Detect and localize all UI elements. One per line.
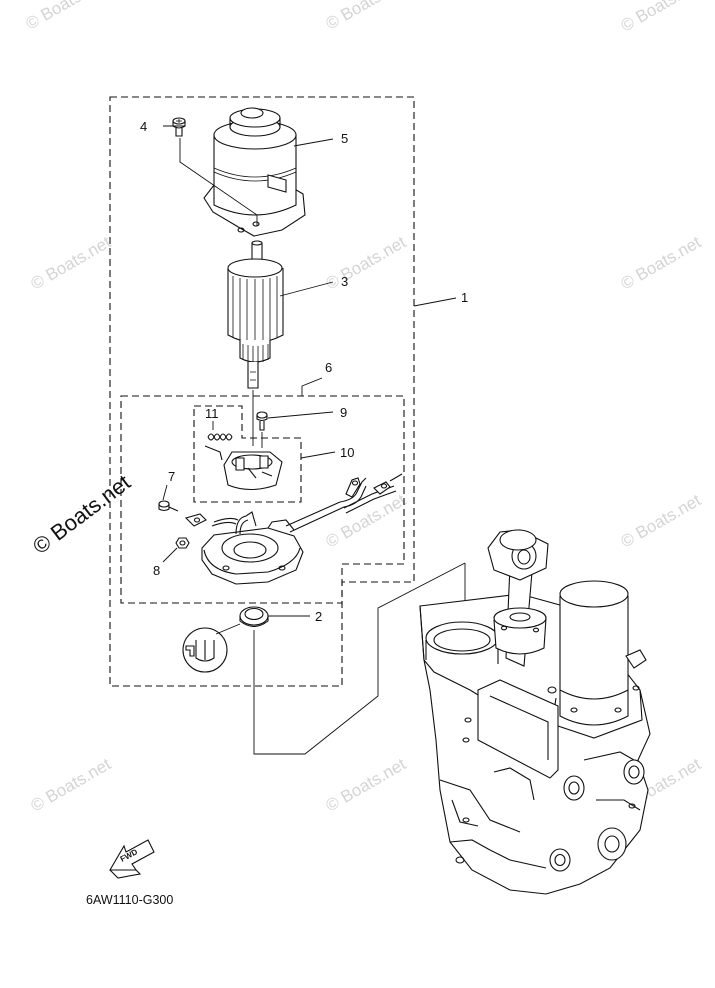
- brush-spring: [207, 421, 233, 441]
- motor-housing: [203, 107, 306, 237]
- callout-6: 6: [325, 360, 332, 375]
- leader-5: [293, 138, 334, 147]
- watermark: © Boats.net: [323, 0, 410, 33]
- watermark: © Boats.net: [28, 232, 115, 293]
- callout-10: 10: [340, 445, 354, 460]
- callout-1: 1: [461, 290, 468, 305]
- oil-seal-guide-line: [253, 562, 466, 755]
- leader-6: [301, 377, 323, 396]
- leader-9: [267, 411, 334, 419]
- watermark-large: © Boats.net: [28, 470, 135, 559]
- diagram-code: 6AW1110-G300: [86, 893, 173, 907]
- brush-holder: [204, 445, 283, 491]
- watermark: © Boats.net: [618, 232, 705, 293]
- armature: [227, 240, 284, 389]
- brush-plate: [184, 473, 403, 585]
- watermark: © Boats.net: [323, 754, 410, 815]
- terminal-nut: [162, 537, 190, 563]
- callout-2: 2: [315, 609, 322, 624]
- watermark: © Boats.net: [28, 754, 115, 815]
- watermark: © Boats.net: [618, 490, 705, 551]
- callout-11: 11: [205, 406, 219, 421]
- grease-symbol: [182, 623, 241, 673]
- assembly-10-boundary: [193, 405, 302, 503]
- callout-9: 9: [340, 405, 347, 420]
- tilt-unit-assembly: [419, 529, 651, 895]
- terminal-screw: [158, 484, 179, 512]
- callout-3: 3: [341, 274, 348, 289]
- leader-1: [413, 297, 457, 307]
- assembly-6-boundary: [120, 395, 405, 604]
- leader-10: [300, 451, 336, 459]
- callout-5: 5: [341, 131, 348, 146]
- callout-4: 4: [140, 119, 147, 134]
- callout-8: 8: [153, 563, 160, 578]
- oil-seal: [239, 606, 269, 628]
- watermark: © Boats.net: [618, 0, 705, 35]
- fwd-arrow-icon: FWD: [109, 839, 155, 879]
- watermark: © Boats.net: [323, 490, 410, 551]
- watermark: © Boats.net: [323, 232, 410, 293]
- watermark: © Boats.net: [23, 0, 110, 33]
- callout-7: 7: [168, 469, 175, 484]
- leader-3: [279, 281, 334, 297]
- holder-screw: [256, 411, 268, 448]
